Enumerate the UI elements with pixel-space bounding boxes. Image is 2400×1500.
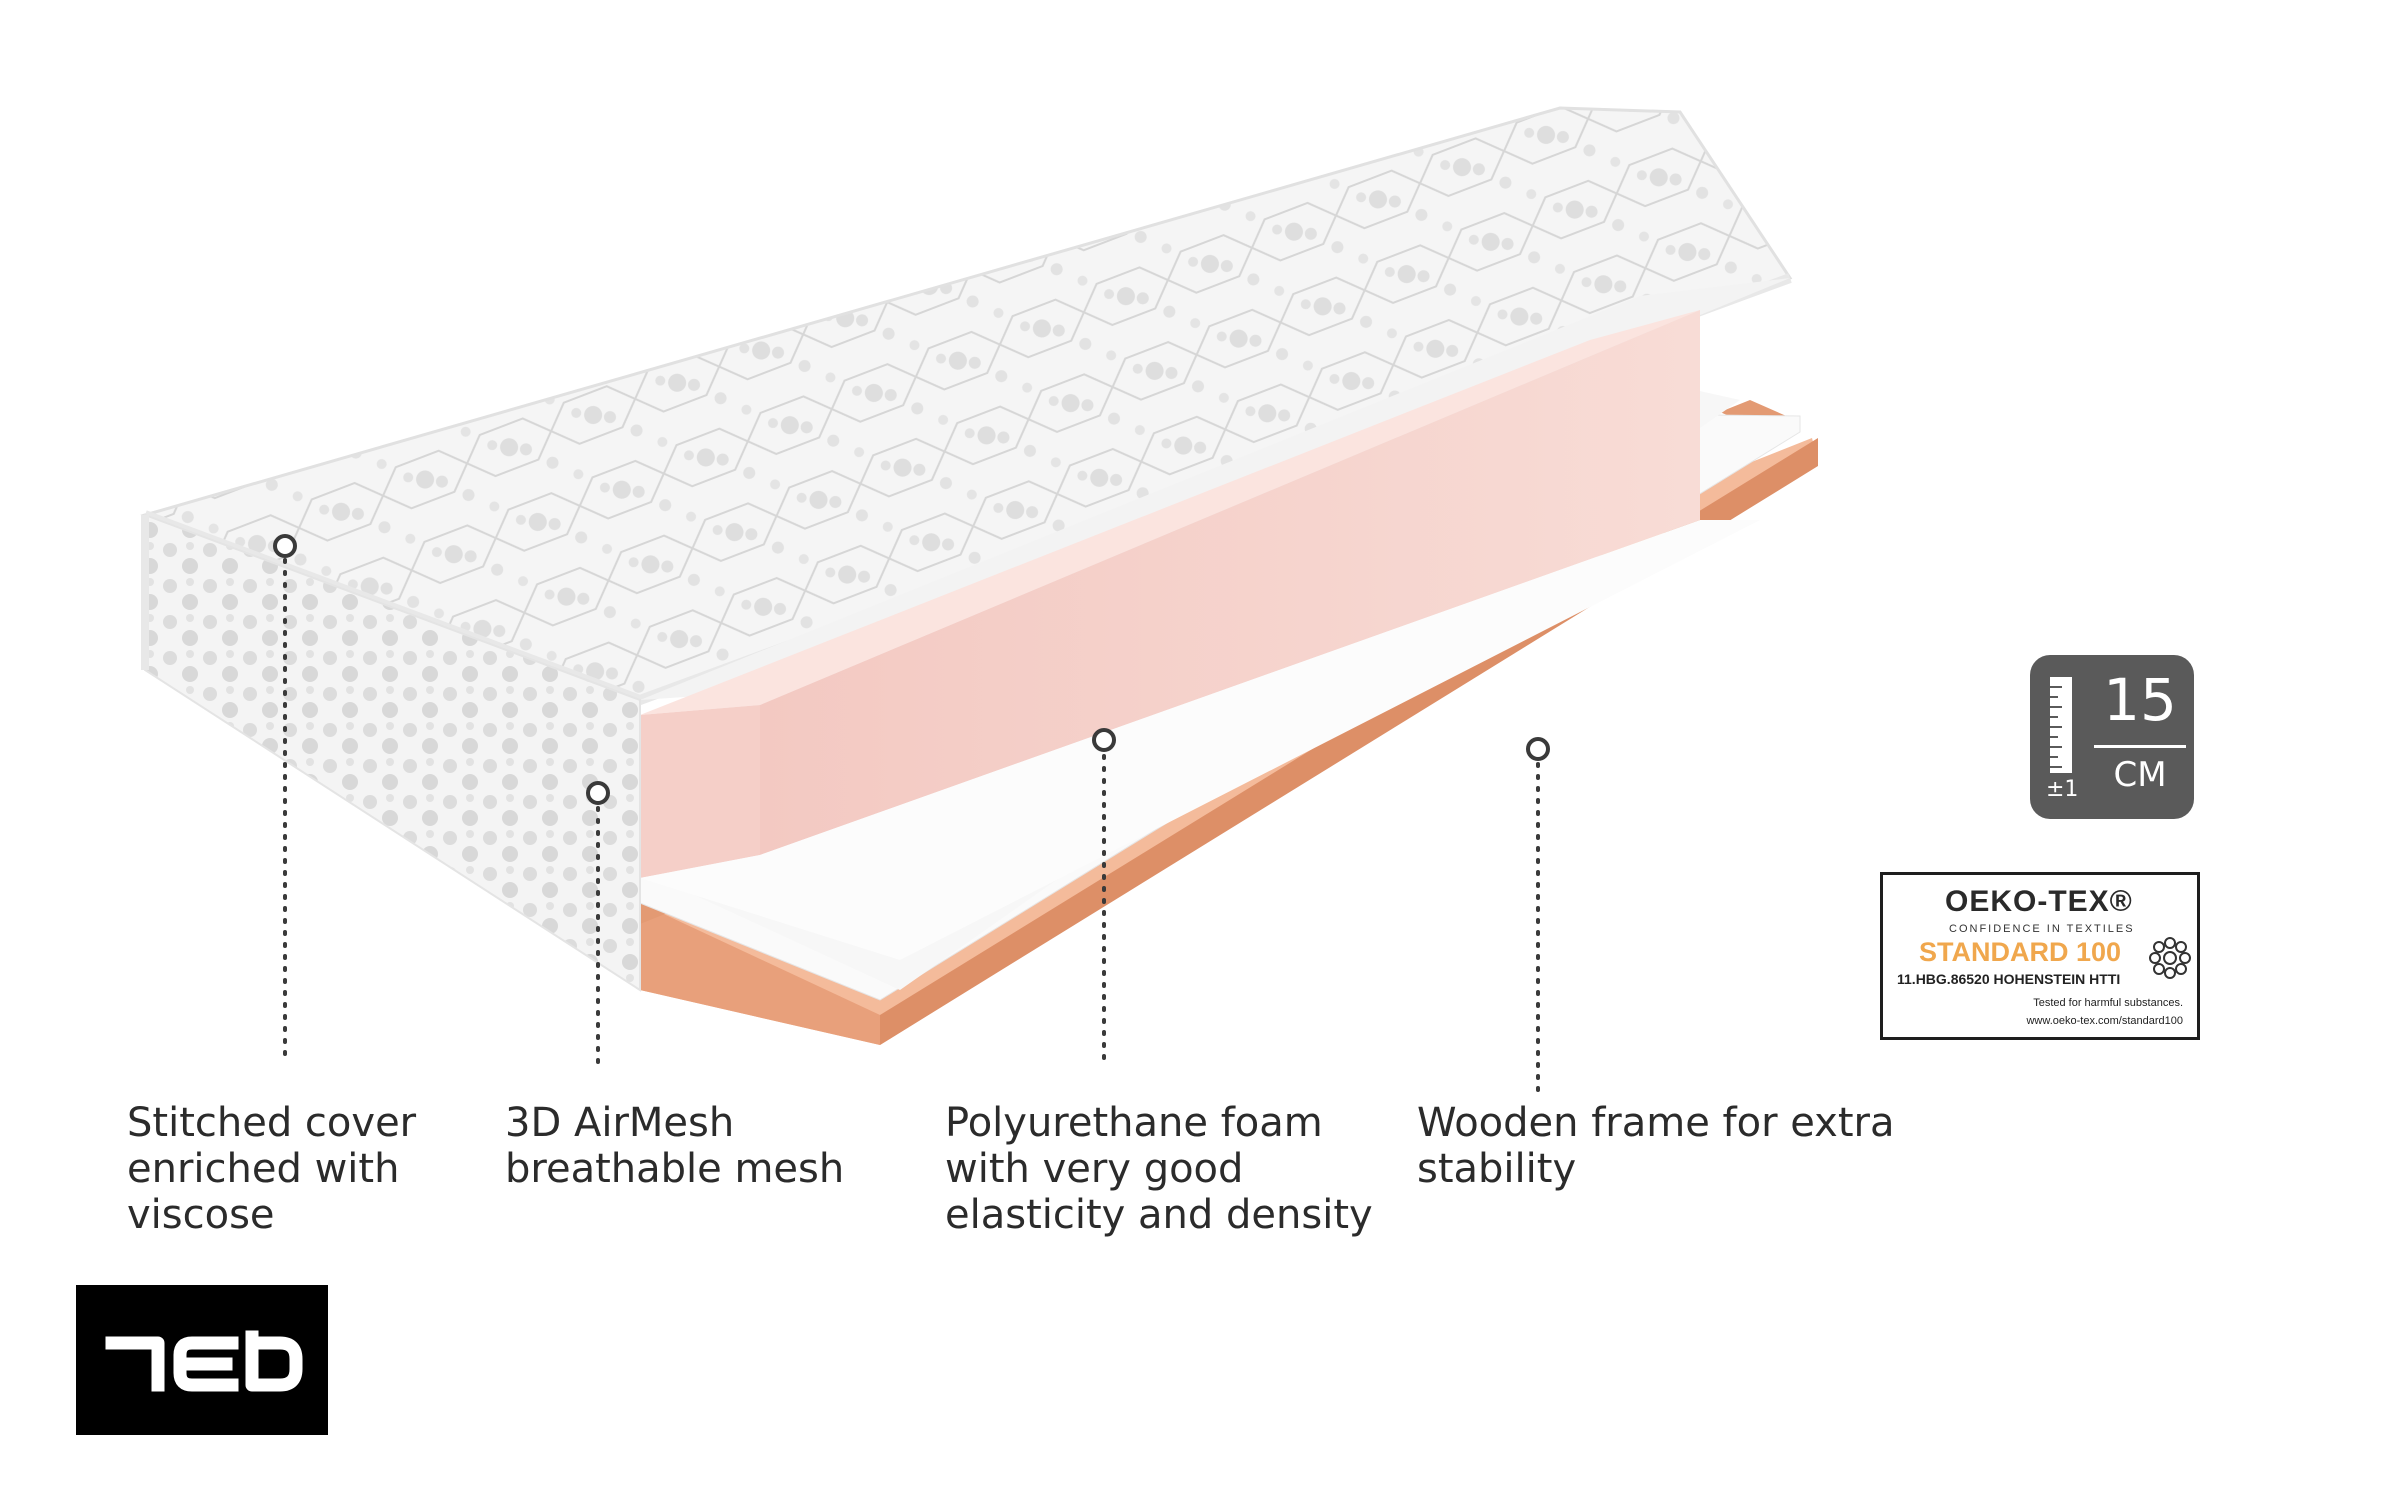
height-tolerance: ±1 bbox=[2046, 777, 2079, 802]
callout-foam-marker bbox=[1092, 728, 1116, 1060]
ted-logo-mark bbox=[105, 1330, 303, 1392]
callout-frame-marker bbox=[1526, 737, 1550, 1094]
callout-mesh-marker bbox=[586, 781, 610, 1074]
oeko-note: Tested for harmful substances. bbox=[2033, 997, 2183, 1009]
foam-bottom-white bbox=[640, 520, 1760, 960]
callout-cover-marker bbox=[273, 534, 297, 1060]
feature-mesh-text: 3D AirMesh breathable mesh bbox=[505, 1100, 844, 1192]
foam-side bbox=[760, 310, 1700, 855]
height-unit: CM bbox=[2113, 755, 2167, 795]
flower-icon bbox=[2149, 937, 2191, 979]
badge-divider bbox=[2094, 745, 2186, 748]
ted-logo bbox=[76, 1285, 328, 1435]
wood-frame-front bbox=[640, 903, 880, 1045]
oeko-tagline: CONFIDENCE IN TEXTILES bbox=[1949, 923, 2135, 935]
height-value: 15 bbox=[2103, 666, 2177, 734]
feature-line: Polyurethane foam bbox=[945, 1100, 1323, 1146]
feature-line: enriched with bbox=[127, 1146, 400, 1192]
foam-front bbox=[640, 705, 760, 878]
feature-line: elasticity and density bbox=[945, 1192, 1373, 1238]
oeko-tex-certificate: OEKO-TEX® CONFIDENCE IN TEXTILES STANDAR… bbox=[1880, 872, 2200, 1040]
oeko-code: 11.HBG.86520 HOHENSTEIN HTTI bbox=[1897, 971, 2121, 987]
oeko-url: www.oeko-tex.com/standard100 bbox=[2026, 1015, 2183, 1027]
feature-line: viscose bbox=[127, 1192, 275, 1238]
oeko-brand: OEKO-TEX® bbox=[1945, 885, 2133, 918]
feature-line: with very good bbox=[945, 1146, 1244, 1192]
oeko-standard: STANDARD 100 bbox=[1919, 937, 2122, 967]
ruler-icon bbox=[2050, 677, 2072, 773]
foam-top bbox=[640, 310, 1700, 715]
feature-line: Stitched cover bbox=[127, 1100, 417, 1146]
feature-line: breathable mesh bbox=[505, 1146, 845, 1192]
feature-line: 3D AirMesh bbox=[505, 1100, 735, 1146]
feature-cover-text: Stitched cover enriched with viscose bbox=[127, 1100, 416, 1238]
feature-foam-text: Polyurethane foam with very good elastic… bbox=[945, 1100, 1373, 1238]
feature-line: stability bbox=[1417, 1146, 1577, 1192]
feature-line: Wooden frame for extra bbox=[1417, 1100, 1895, 1146]
height-badge: 15 CM ±1 bbox=[2030, 655, 2194, 819]
feature-frame-text: Wooden frame for extra stability bbox=[1417, 1100, 1894, 1192]
